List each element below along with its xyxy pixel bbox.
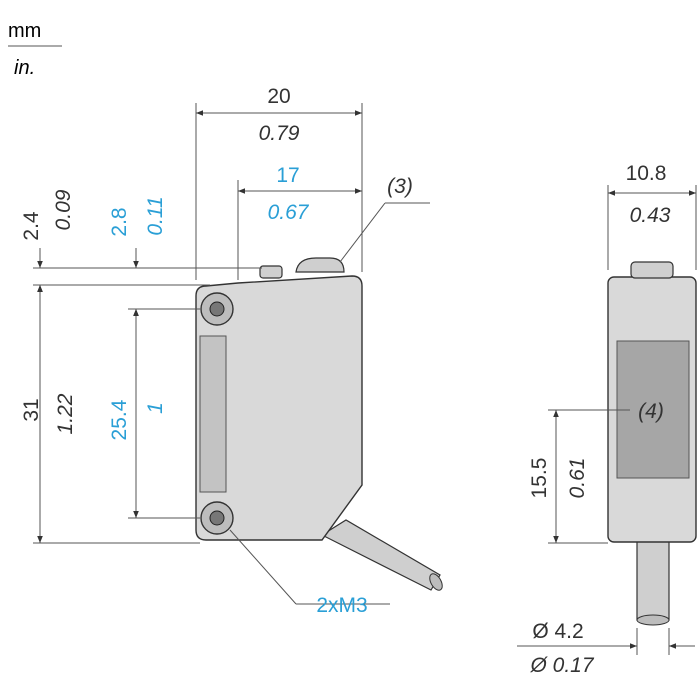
top-offset-in: 0.09 xyxy=(52,189,75,230)
sensor-body xyxy=(195,275,363,541)
callout-4: (4) xyxy=(638,400,664,423)
side-width-mm: 10.8 xyxy=(626,162,667,185)
hole-pitch-in: 1 xyxy=(144,402,167,414)
front-view: 20 0.79 17 0.67 (3) 2.4 0.09 2.8 0.11 31… xyxy=(20,85,443,617)
front-cable xyxy=(320,519,441,591)
width-mm: 20 xyxy=(267,85,290,108)
lens-height-mm: 15.5 xyxy=(528,458,551,499)
height-in: 1.22 xyxy=(54,393,77,434)
screw-leader xyxy=(229,529,297,605)
side-cable xyxy=(636,539,670,621)
side-top-bump xyxy=(630,261,674,279)
width-in: 0.79 xyxy=(259,122,300,145)
height-mm: 31 xyxy=(20,398,43,421)
hole-top-mm: 2.8 xyxy=(108,207,131,236)
hole-spacing-mm: 17 xyxy=(276,164,299,187)
screw-label: 2xM3 xyxy=(316,594,367,617)
cable-dia-mm: Ø 4.2 xyxy=(532,620,583,643)
top-bump-left xyxy=(259,265,283,279)
callout-3-leader xyxy=(339,202,386,263)
lens-height-in: 0.61 xyxy=(566,458,589,499)
side-cable-end xyxy=(636,614,670,626)
top-offset-mm: 2.4 xyxy=(20,211,43,241)
body-flange xyxy=(199,335,227,493)
unit-mm: mm xyxy=(8,20,41,42)
side-width-in: 0.43 xyxy=(630,204,671,227)
unit-in: in. xyxy=(14,57,35,79)
hole-pitch-mm: 25.4 xyxy=(108,399,131,440)
hole-spacing-in: 0.67 xyxy=(268,201,310,224)
top-bump-indicator xyxy=(295,257,345,273)
units-legend: mm in. xyxy=(8,20,62,79)
cable-dia-in: Ø 0.17 xyxy=(529,654,594,677)
front-cable-end xyxy=(429,573,443,591)
mount-hole-top-screw xyxy=(209,301,225,317)
callout-3: (3) xyxy=(387,175,413,198)
mount-hole-bottom-screw xyxy=(209,510,225,526)
side-view: 10.8 0.43 (4) 15.5 0.61 Ø 4.2 Ø 0.17 xyxy=(517,162,697,677)
hole-top-in: 0.11 xyxy=(144,196,167,235)
